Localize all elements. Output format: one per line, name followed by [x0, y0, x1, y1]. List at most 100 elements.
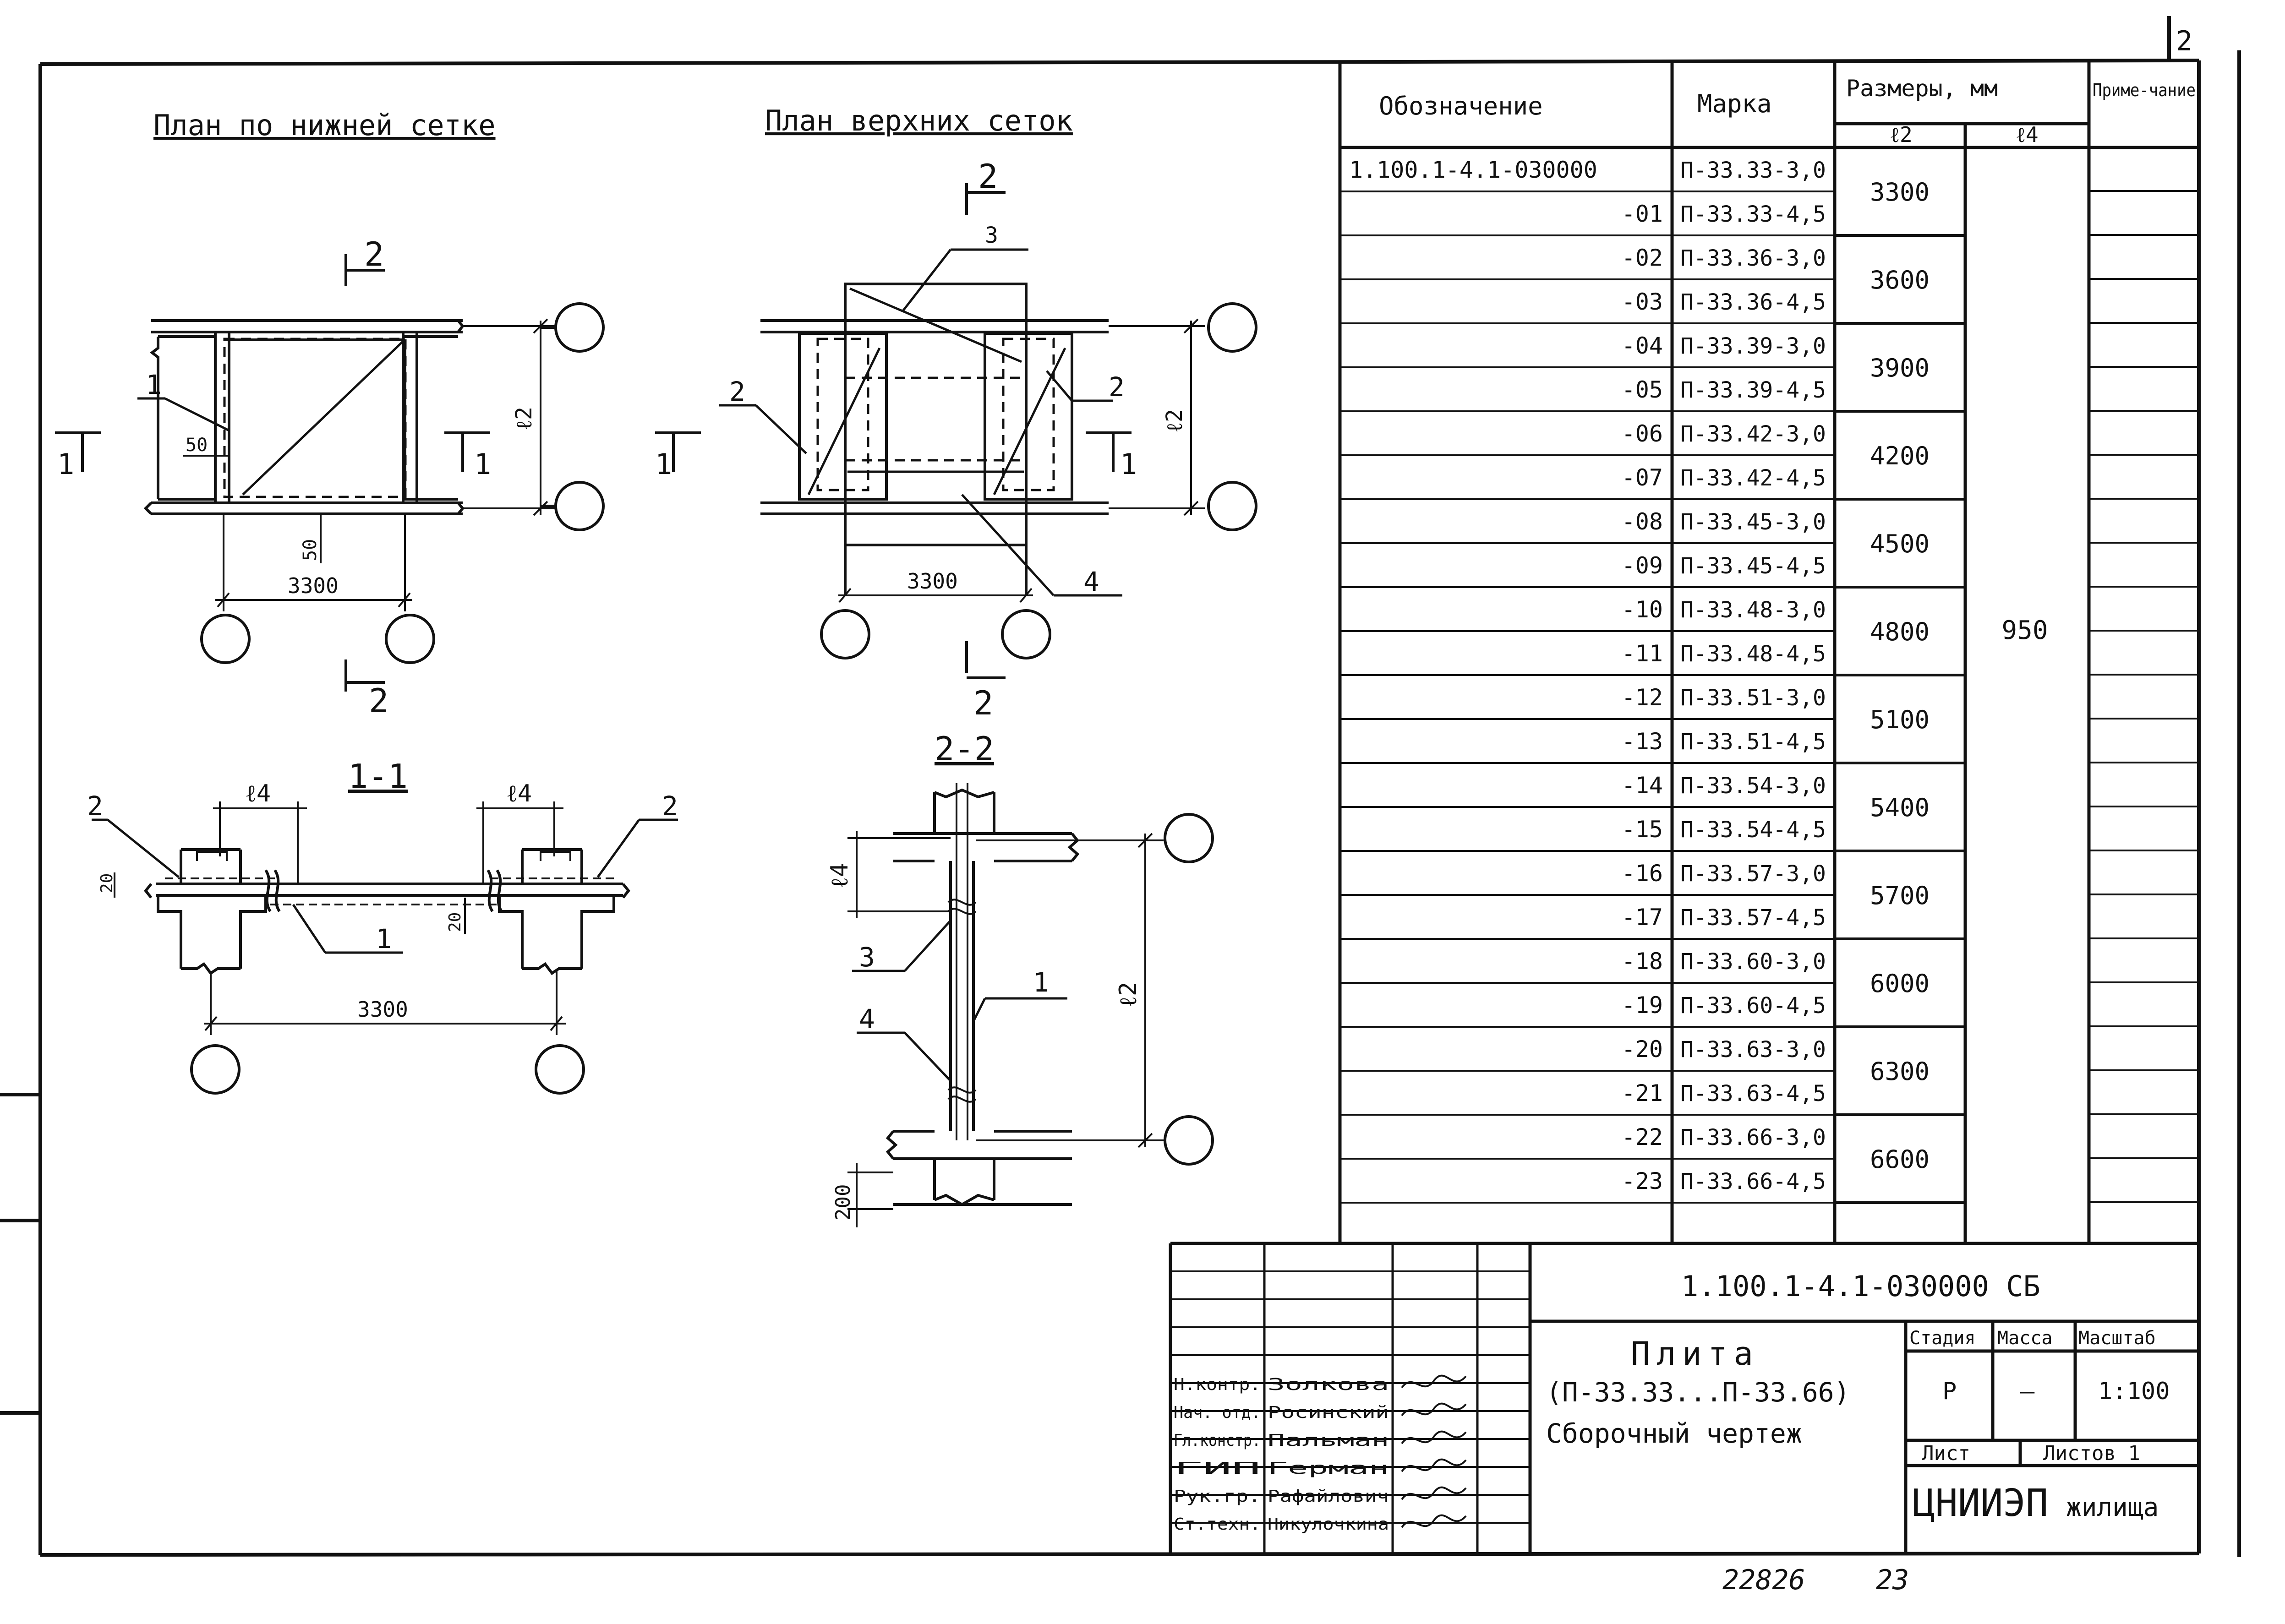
row-mark: П-33.45-3,0 — [1680, 509, 1826, 535]
row-designation: -23 — [1622, 1168, 1663, 1194]
axis-bubble — [535, 1044, 585, 1095]
row-mark: П-33.33-3,0 — [1680, 158, 1826, 183]
axis-bubble — [200, 614, 251, 664]
row-designation: -22 — [1622, 1124, 1663, 1150]
staff-name: Рафайлович — [1268, 1487, 1389, 1506]
staff-role: Рук.гр. — [1174, 1487, 1261, 1506]
plan-lower-cut-lower: 2 — [369, 681, 388, 720]
signature-mark — [1401, 1486, 1467, 1500]
plan-lower-dim-50-b: 50 — [300, 539, 321, 561]
row-mark: П-33.51-4,5 — [1680, 729, 1826, 755]
row-mark: П-33.45-4,5 — [1680, 553, 1826, 579]
row-designation: -11 — [1622, 640, 1663, 667]
page-number: 23 — [1876, 1564, 1909, 1596]
section-1-1-title: 1-1 — [348, 757, 408, 796]
row-designation: -20 — [1622, 1036, 1663, 1063]
l2-value: 5400 — [1870, 793, 1930, 822]
axis-bubble — [190, 1044, 241, 1095]
signature-mark — [1401, 1374, 1467, 1389]
row-designation: -04 — [1622, 332, 1663, 359]
plan-upper-pos-4: 4 — [1083, 566, 1099, 597]
axis-bubble — [554, 302, 605, 353]
stage-label: Стадия — [1909, 1328, 1976, 1349]
axis-bubble — [1207, 302, 1257, 353]
mass-label: Масса — [1997, 1328, 2052, 1349]
axis-bubble — [554, 481, 605, 531]
header-sizes: Размеры, мм — [1846, 75, 1998, 102]
row-designation: -06 — [1622, 420, 1663, 447]
staff-role: ГИП — [1174, 1459, 1261, 1478]
row-designation: -09 — [1622, 552, 1663, 579]
section-2-2-dim-200: 200 — [831, 1184, 855, 1221]
axis-bubble — [1164, 1115, 1214, 1166]
staff-role: Н.контр. — [1174, 1375, 1261, 1394]
plan-lower-cut-right: 1 — [474, 447, 491, 481]
row-designation: -10 — [1622, 596, 1663, 623]
l2-value: 6600 — [1870, 1145, 1930, 1174]
product-name: Плита — [1631, 1335, 1760, 1373]
section-2-2-title: 2-2 — [935, 730, 994, 768]
plan-lower-dim-3300: 3300 — [288, 573, 339, 598]
row-designation: -08 — [1622, 508, 1663, 535]
section-1-1-dim-l4-right: ℓ4 — [506, 780, 532, 807]
signature-mark — [1401, 1430, 1467, 1444]
signature-mark — [1401, 1514, 1467, 1528]
l2-value: 5700 — [1870, 881, 1930, 910]
section-2-2-dim-l4: ℓ4 — [826, 863, 853, 888]
header-designation: Обозначение — [1379, 92, 1543, 120]
scale-label: Масштаб — [2078, 1328, 2156, 1349]
l4-value: 950 — [2001, 616, 2048, 645]
l2-value: 3300 — [1870, 178, 1930, 207]
signature-mark — [1401, 1402, 1467, 1417]
section-1-1-dim-20-left: 20 — [98, 873, 116, 893]
mass-value: — — [2020, 1378, 2035, 1405]
sheets-label: Листов 1 — [2043, 1442, 2140, 1465]
axis-bubble — [1164, 813, 1214, 863]
l2-value: 5100 — [1870, 705, 1930, 734]
row-mark: П-33.51-3,0 — [1680, 685, 1826, 711]
l2-value: 6000 — [1870, 969, 1930, 998]
plan-lower-cut-upper: 2 — [364, 235, 384, 273]
section-1-1-pos-1: 1 — [376, 923, 392, 954]
axis-bubble — [1207, 481, 1257, 531]
plan-upper-view: План верхних сеток — [655, 104, 1257, 722]
plan-upper-pos-2-left: 2 — [729, 376, 745, 407]
row-designation: -05 — [1622, 376, 1663, 403]
row-designation: -21 — [1622, 1080, 1663, 1106]
row-designation: -16 — [1622, 860, 1663, 887]
section-1-1-dim-3300: 3300 — [357, 997, 408, 1022]
plan-lower-pos-1: 1 — [146, 369, 162, 400]
row-mark: П-33.33-4,5 — [1680, 202, 1826, 227]
plan-upper-cut-upper: 2 — [978, 157, 998, 196]
row-designation: -14 — [1622, 772, 1663, 799]
doc-type: Сборочный чертеж — [1546, 1418, 1802, 1449]
row-mark: П-33.66-4,5 — [1680, 1169, 1826, 1194]
axis-bubble — [1001, 609, 1051, 659]
row-mark: П-33.63-4,5 — [1680, 1081, 1826, 1106]
plan-upper-cut-lower: 2 — [973, 684, 993, 722]
section-1-1-dim-l4-left: ℓ4 — [245, 780, 271, 807]
staff-name: Герман — [1268, 1459, 1389, 1478]
row-mark: П-33.54-4,5 — [1680, 817, 1826, 843]
row-mark: П-33.60-3,0 — [1680, 949, 1826, 975]
row-mark: П-33.48-3,0 — [1680, 597, 1826, 623]
row-designation: -17 — [1622, 904, 1663, 931]
section-2-2-view: 2-2 — [826, 730, 1214, 1227]
row-designation: -03 — [1622, 289, 1663, 315]
l2-value: 4200 — [1870, 441, 1930, 470]
axis-bubble — [820, 609, 870, 659]
staff-name: Золкова — [1268, 1375, 1389, 1394]
section-2-2-pos-1: 1 — [1033, 967, 1049, 998]
l2-value: 4500 — [1870, 529, 1930, 558]
staff-role: Гл.констр. — [1174, 1431, 1261, 1450]
staff-name: Пальман — [1268, 1431, 1389, 1450]
row-designation: -12 — [1622, 684, 1663, 711]
row-mark: П-33.60-4,5 — [1680, 993, 1826, 1019]
row-designation: 1.100.1-4.1-030000 — [1349, 157, 1597, 183]
stage-value: Р — [1942, 1378, 1957, 1405]
header-l2: ℓ2 — [1890, 122, 1913, 147]
section-1-1-dim-20-mid: 20 — [446, 912, 465, 932]
plan-upper-cut-left: 1 — [655, 447, 672, 481]
staff-name: Росинский — [1268, 1403, 1389, 1422]
l2-value: 6300 — [1870, 1057, 1930, 1086]
